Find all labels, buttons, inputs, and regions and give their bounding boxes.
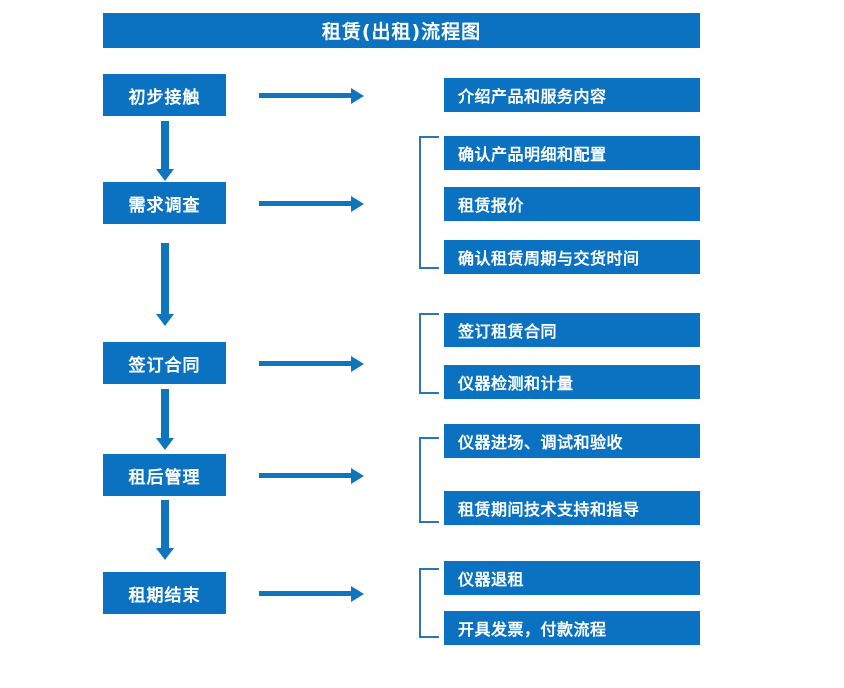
group-bracket-3 (419, 313, 439, 394)
detail-node-2-3[interactable]: 确认租赁周期与交货时间 (444, 240, 700, 274)
detail-node-4-1[interactable]: 仪器进场、调试和验收 (444, 424, 700, 458)
stage-node-3[interactable]: 签订合同 (103, 342, 226, 384)
group-bracket-2 (419, 136, 439, 269)
stage-arrow-right-3 (259, 361, 351, 366)
detail-node-2-1[interactable]: 确认产品明细和配置 (444, 136, 700, 170)
stage-node-2[interactable]: 需求调查 (103, 182, 226, 224)
detail-node-4-2[interactable]: 租赁期间技术支持和指导 (444, 491, 700, 525)
detail-node-5-1[interactable]: 仪器退租 (444, 561, 700, 595)
stage-connector-2-3 (161, 243, 169, 315)
detail-node-3-2[interactable]: 仪器检测和计量 (444, 365, 700, 399)
group-bracket-4 (419, 437, 439, 523)
stage-connector-1-2 (161, 121, 169, 170)
stage-arrow-right-5 (259, 591, 351, 596)
stage-node-5[interactable]: 租期结束 (103, 572, 226, 614)
stage-connector-3-4 (161, 389, 169, 439)
detail-node-2-2[interactable]: 租赁报价 (444, 187, 700, 221)
diagram-title: 租赁(出租)流程图 (103, 13, 700, 48)
stage-arrow-right-1 (259, 93, 351, 98)
detail-node-3-1[interactable]: 签订租赁合同 (444, 313, 700, 347)
group-bracket-5 (419, 568, 439, 638)
detail-node-5-2[interactable]: 开具发票，付款流程 (444, 611, 700, 645)
stage-node-1[interactable]: 初步接触 (103, 74, 226, 116)
detail-node-1-1[interactable]: 介绍产品和服务内容 (444, 78, 700, 112)
stage-node-4[interactable]: 租后管理 (103, 454, 226, 496)
stage-connector-4-5 (161, 500, 169, 549)
stage-arrow-right-4 (259, 473, 351, 478)
stage-arrow-right-2 (259, 201, 351, 206)
